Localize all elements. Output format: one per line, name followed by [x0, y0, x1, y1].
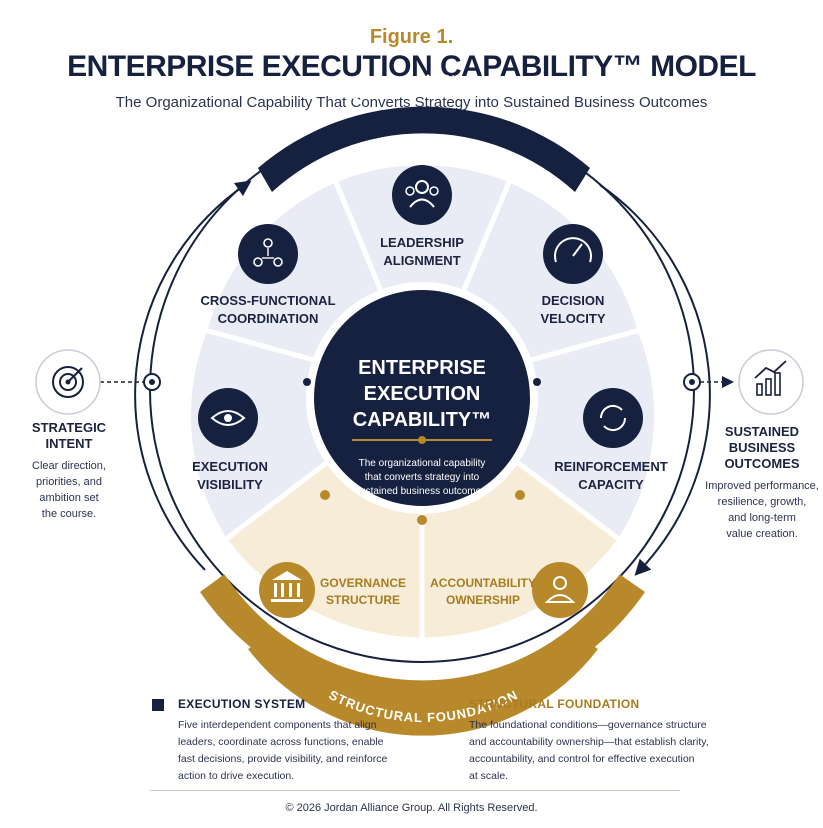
accountability-label-2: OWNERSHIP	[446, 593, 520, 607]
page-subtitle: The Organizational Capability That Conve…	[115, 94, 708, 111]
decision-label-1: DECISION	[542, 293, 605, 308]
people-group-icon	[392, 165, 452, 225]
legend-execution-title: EXECUTION SYSTEM	[178, 697, 306, 711]
center-circle	[314, 290, 530, 506]
leadership-label-2: ALIGNMENT	[383, 253, 460, 268]
refresh-icon	[583, 388, 643, 448]
center-desc-3: sustained business outcomes.	[355, 486, 489, 497]
building-icon	[259, 562, 315, 618]
accountability-label-1: ACCOUNTABILITY	[430, 576, 536, 590]
strategic-intent-desc: Clear direction, priorities, and ambitio…	[32, 460, 106, 520]
leadership-label-1: LEADERSHIP	[380, 235, 464, 250]
cross-functional-coordination: CROSS-FUNCTIONAL COORDINATION	[200, 224, 336, 326]
decision-velocity: DECISION VELOCITY	[540, 224, 606, 326]
legend-execution: EXECUTION SYSTEM Five interdependent com…	[152, 697, 402, 785]
governance-label-2: STRUCTURE	[326, 593, 400, 607]
center-title-3: CAPABILITY™	[353, 409, 492, 431]
reinforcement-label-2: CAPACITY	[578, 477, 644, 492]
figure-label: Figure 1.	[369, 26, 454, 48]
legend-structural-swatch	[443, 698, 455, 711]
visibility-label-2: VISIBILITY	[197, 477, 263, 492]
cross-label-1: CROSS-FUNCTIONAL	[200, 293, 335, 308]
gauge-icon	[543, 224, 603, 284]
execution-band-label: EXECUTION SYSTEM	[349, 71, 503, 106]
footer-copyright: © 2026 Jordan Alliance Group. All Rights…	[285, 802, 538, 814]
governance-label-1: GOVERNANCE	[320, 576, 406, 590]
page-title: ENTERPRISE EXECUTION CAPABILITY™ MODEL	[67, 50, 756, 83]
footer-divider	[150, 790, 680, 791]
legend-structural: STRUCTURAL FOUNDATION The foundational c…	[443, 697, 733, 785]
center-desc-1: The organizational capability	[359, 458, 486, 469]
execution-visibility: EXECUTION VISIBILITY	[192, 388, 268, 492]
decision-label-2: VELOCITY	[540, 311, 605, 326]
center-title-1: ENTERPRISE	[358, 357, 486, 379]
foundation-band	[248, 630, 598, 736]
legend-execution-desc: Five interdependent components that alig…	[178, 719, 388, 782]
center-title-2: EXECUTION	[364, 383, 481, 405]
segment-leadership	[331, 160, 514, 397]
execution-band	[258, 106, 590, 192]
legend-structural-title: STRUCTURAL FOUNDATION	[469, 697, 640, 711]
visibility-label-1: EXECUTION	[192, 459, 268, 474]
legend-structural-desc: The foundational conditions—governance s…	[469, 719, 709, 782]
leadership-alignment: LEADERSHIP ALIGNMENT	[380, 165, 464, 268]
cross-label-2: COORDINATION	[218, 311, 319, 326]
accountability-ownership: ACCOUNTABILITY OWNERSHIP	[430, 562, 588, 618]
legend-execution-swatch	[152, 698, 164, 711]
reinforcement-capacity: REINFORCEMENT CAPACITY	[554, 388, 668, 492]
reinforcement-label-1: REINFORCEMENT	[554, 459, 667, 474]
center-desc-2: that converts strategy into	[365, 472, 480, 483]
sustained-outcomes-desc: Improved performance, resilience, growth…	[705, 480, 819, 540]
governance-structure: GOVERNANCE STRUCTURE	[259, 562, 406, 618]
